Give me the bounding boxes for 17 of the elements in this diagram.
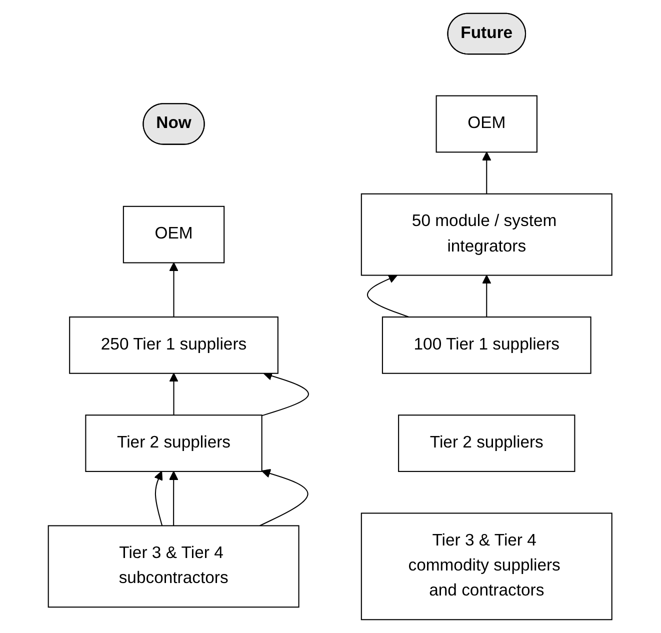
- node-box: Tier 2 suppliers: [398, 414, 576, 472]
- arrow: [154, 471, 164, 526]
- arrow: [170, 262, 179, 318]
- arrow: [260, 468, 309, 526]
- arrow: [169, 471, 179, 526]
- node-box: OEM: [436, 95, 538, 153]
- node-box: OEM: [123, 206, 225, 264]
- node-box: Tier 2 suppliers: [86, 414, 263, 472]
- arrow: [482, 152, 492, 194]
- node-box: 100 Tier 1 suppliers: [382, 316, 592, 374]
- arrow: [170, 372, 179, 416]
- node-box: 50 module / system integrators: [361, 193, 613, 276]
- node-box: Tier 3 & Tier 4 subcontractors: [48, 525, 300, 608]
- arrow: [367, 274, 410, 318]
- node-box: 250 Tier 1 suppliers: [69, 316, 279, 374]
- node-box: Tier 3 & Tier 4 commodity suppliers and contractors: [361, 512, 613, 620]
- arrow: [482, 274, 492, 318]
